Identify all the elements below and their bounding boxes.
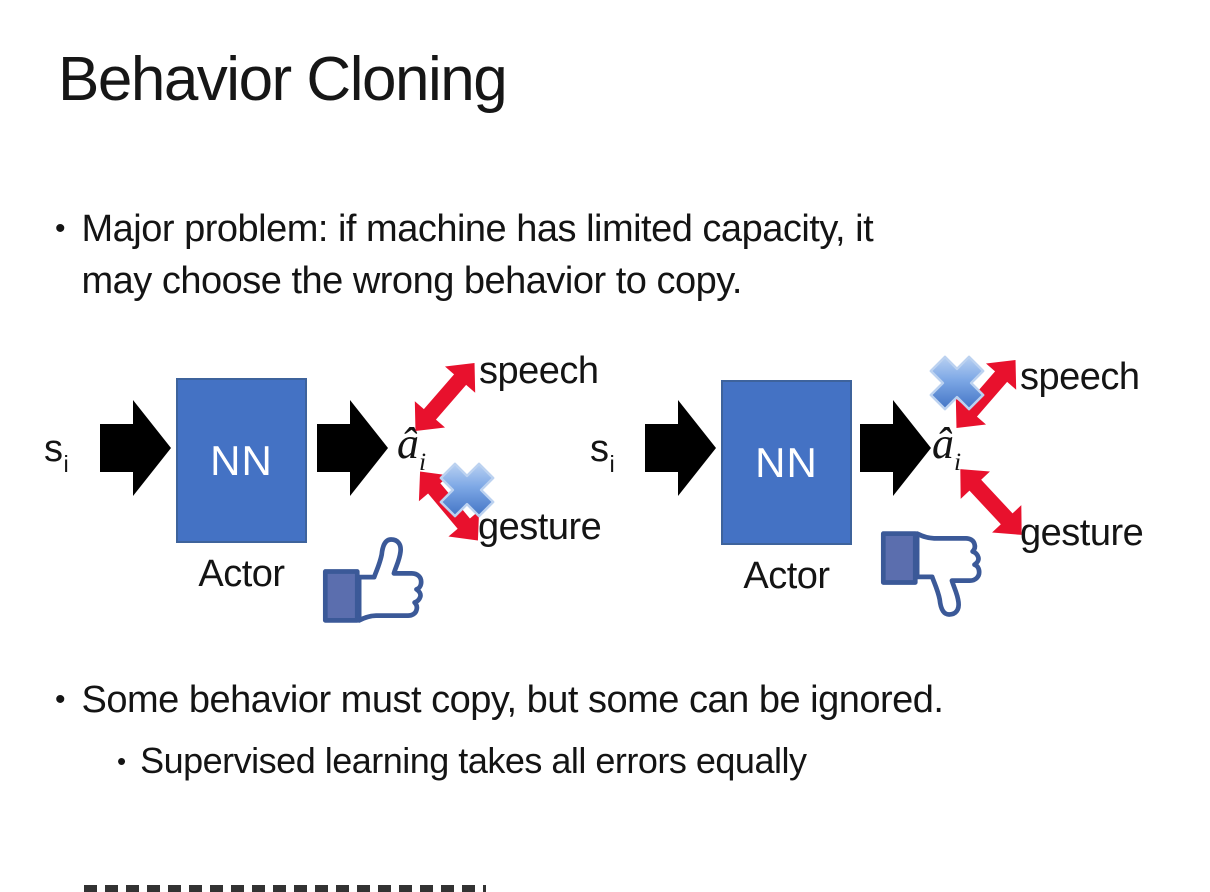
nn-box: NN <box>721 380 852 545</box>
output-action-base: â <box>932 419 954 468</box>
gesture-label: gesture <box>1020 512 1144 554</box>
actor-label: Actor <box>198 553 285 595</box>
nn-box-label: NN <box>210 436 273 484</box>
nn-box: NN <box>176 378 307 543</box>
output-action-base: â <box>397 419 419 468</box>
thumbs-down-icon <box>877 528 993 622</box>
bullet-marker: • <box>117 746 127 776</box>
bullet-major-problem: • Major problem: if machine has limited … <box>55 203 874 307</box>
bullet-supervised: • Supervised learning takes all errors e… <box>117 736 807 786</box>
input-state-label: si <box>590 428 615 478</box>
bullet-supervised-text: Supervised learning takes all errors equ… <box>140 740 807 781</box>
output-action-sub: i <box>419 447 427 477</box>
input-state-sub: i <box>63 451 69 478</box>
gesture-label: gesture <box>478 506 602 548</box>
output-action-sub: i <box>954 447 962 477</box>
input-state-label: si <box>44 428 69 478</box>
nn-box-label: NN <box>755 438 818 486</box>
input-state-base: s <box>44 428 63 470</box>
output-action-label: âi <box>397 418 427 477</box>
input-state-sub: i <box>609 451 615 478</box>
bullet-some-behavior: • Some behavior must copy, but some can … <box>55 674 944 726</box>
thumbs-up-icon <box>319 532 435 626</box>
bullet-marker: • <box>55 683 66 716</box>
output-arrow-icon <box>317 400 388 496</box>
bullet-line-2: may choose the wrong behavior to copy. <box>81 260 743 302</box>
output-arrow-icon <box>860 400 931 496</box>
speech-label: speech <box>479 350 599 392</box>
actor-label: Actor <box>743 555 830 597</box>
output-action-label: âi <box>932 418 962 477</box>
cross-out-icon <box>917 343 997 423</box>
input-arrow-icon <box>100 400 171 496</box>
bullet-marker: • <box>55 212 66 245</box>
bullet-major-problem-text: Major problem: if machine has limited ca… <box>82 203 874 307</box>
clipped-text-strip <box>84 885 486 892</box>
bullet-line-1: Major problem: if machine has limited ca… <box>81 208 874 250</box>
input-arrow-icon <box>645 400 716 496</box>
bullet-some-behavior-text: Some behavior must copy, but some can be… <box>81 679 944 721</box>
speech-label: speech <box>1020 356 1140 398</box>
input-state-base: s <box>590 428 609 470</box>
slide-title: Behavior Cloning <box>58 45 508 114</box>
